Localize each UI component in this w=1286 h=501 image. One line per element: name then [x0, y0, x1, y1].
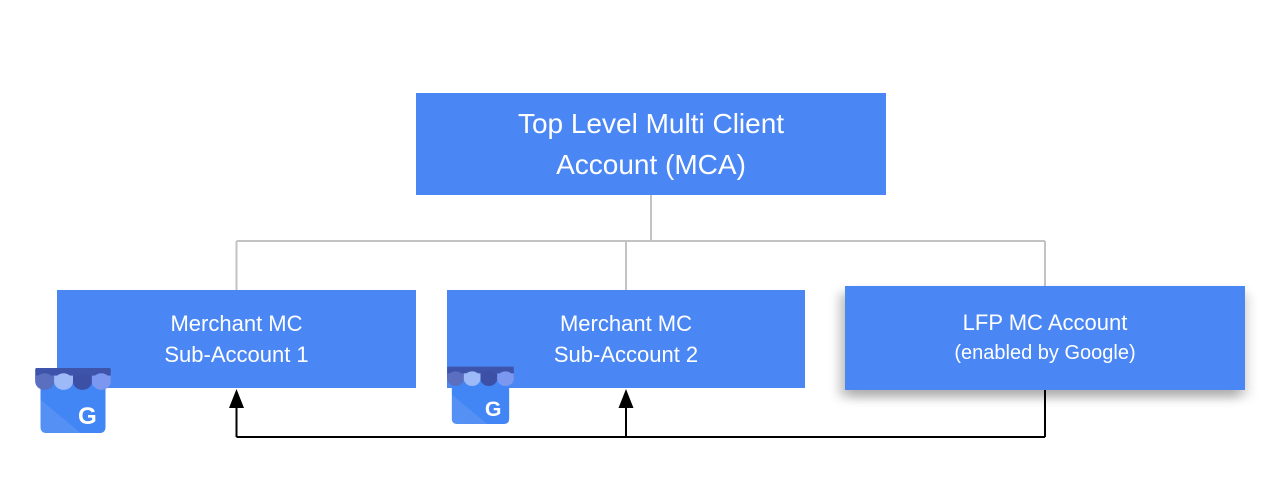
business-profile-icon: G [35, 368, 111, 433]
node-label-line: Account (MCA) [556, 149, 746, 180]
arrowhead-up-icon [229, 389, 244, 408]
business-profile-icon: G [447, 366, 514, 424]
node-lfp-mc-account: LFP MC Account (enabled by Google) [845, 286, 1245, 390]
node-label-line: Merchant MC [170, 311, 303, 336]
tree-connector-lines [235, 195, 1046, 290]
google-g-letter: G [485, 397, 502, 421]
node-top-level-mca: Top Level Multi Client Account (MCA) [416, 93, 886, 195]
node-label-line: Top Level Multi Client [517, 108, 785, 139]
node-merchant-sub-account-1: Merchant MC Sub-Account 1 [57, 290, 416, 388]
node-label-line: (enabled by Google) [954, 342, 1136, 364]
arrowhead-up-icon [618, 389, 634, 408]
node-label-line: Sub-Account 1 [164, 342, 309, 367]
google-g-letter: G [78, 403, 97, 430]
arrow-connector-lines [235, 390, 1046, 438]
node-label-line: Sub-Account 2 [553, 342, 699, 367]
node-label-line: Merchant MC [559, 311, 693, 336]
node-label-line: LFP MC Account [962, 310, 1128, 335]
